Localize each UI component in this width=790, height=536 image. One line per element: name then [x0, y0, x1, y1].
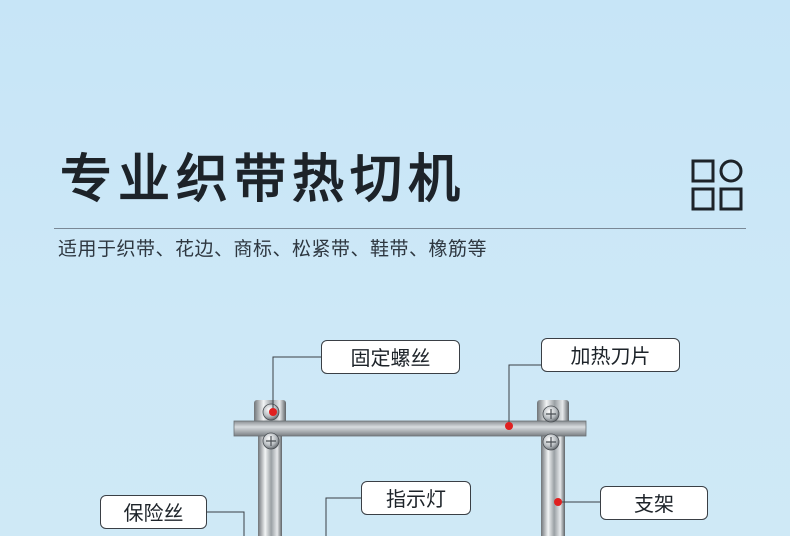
leader-fuse: [207, 511, 245, 536]
callout-stand: 支架: [600, 486, 708, 520]
header-divider: [54, 228, 746, 229]
page-subtitle: 适用于织带、花边、商标、松紧带、鞋带、橡筋等: [58, 238, 488, 260]
callout-indicator-light: 指示灯: [361, 481, 471, 515]
marker-blade: [505, 422, 513, 430]
leader-blade: [508, 364, 541, 425]
heating-blade: [233, 420, 587, 437]
callout-fuse: 保险丝: [100, 495, 207, 529]
leader-screw: [272, 356, 321, 410]
page-title: 专业织带热切机: [60, 150, 467, 210]
marker-screw: [269, 408, 277, 416]
leader-light: [325, 497, 361, 536]
callout-fixing-screw: 固定螺丝: [321, 340, 460, 374]
callout-heating-blade: 加热刀片: [541, 338, 680, 372]
marker-stand: [554, 498, 562, 506]
grid-apps-icon: [691, 159, 743, 211]
